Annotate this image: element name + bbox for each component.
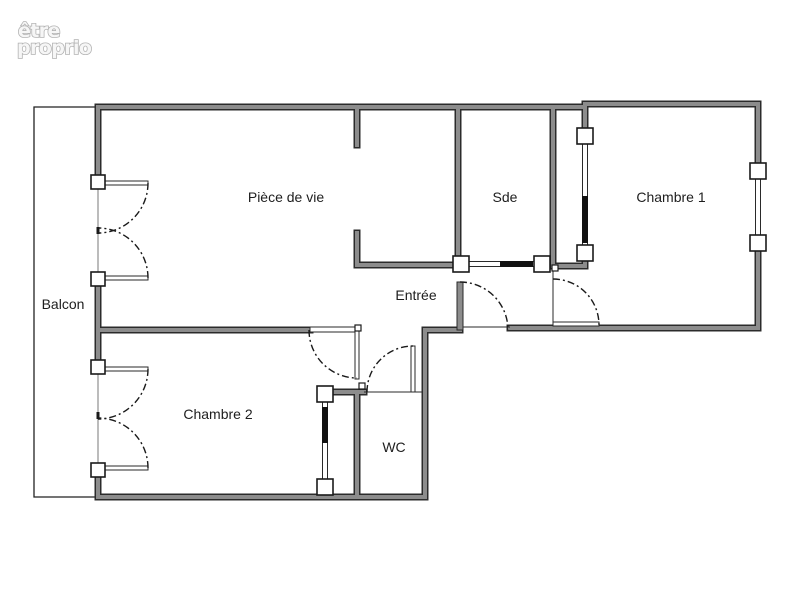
door-hinge: [354, 324, 362, 332]
room-label-chambre-1: Chambre 1: [636, 189, 705, 205]
door-swing-arc: [308, 329, 358, 379]
room-label-balcon: Balcon: [42, 296, 85, 312]
sliding-panel: [500, 261, 533, 267]
french-door-chambre-2: [90, 359, 149, 478]
sliding-door-sde: [452, 255, 551, 273]
door-leaf: [410, 345, 416, 393]
window-chambre-1-right: [749, 162, 767, 252]
door-leaf: [552, 321, 600, 327]
door-chambre-1: [551, 264, 600, 327]
door-swing-arc: [366, 345, 414, 393]
window-jamb-square: [749, 234, 767, 252]
door-leaf: [456, 281, 464, 331]
window-jamb-square: [316, 385, 334, 403]
door-hinge: [551, 264, 559, 272]
door-meeting-tick: [96, 412, 100, 419]
door-threshold: [309, 326, 357, 333]
window-jamb-square: [533, 255, 551, 273]
room-label-wc: WC: [382, 439, 405, 455]
room-label-piece-de-vie: Pièce de vie: [248, 189, 324, 205]
room-label-entree: Entrée: [395, 287, 436, 303]
door-chambre-2: [308, 324, 362, 380]
room-labels: Balcon Pièce de vie Sde Chambre 1 Entrée…: [42, 189, 706, 455]
sliding-door-chambre-2: [316, 385, 334, 496]
door-wc: [358, 345, 422, 393]
sliding-panel: [322, 407, 328, 443]
logo-line-2: proprio: [17, 37, 92, 59]
balcony-outline: [33, 106, 98, 498]
room-label-chambre-2: Chambre 2: [183, 406, 252, 422]
window-jamb-square: [452, 255, 470, 273]
sliding-panel: [582, 196, 588, 243]
door-swing-arc: [552, 278, 600, 326]
logo: être proprio: [16, 19, 93, 60]
door-leaf: [354, 330, 360, 380]
door-entrance: [456, 281, 510, 331]
window-jamb-square: [90, 359, 106, 375]
window-jamb-square: [316, 478, 334, 496]
door-hinge: [358, 382, 366, 390]
door-swing-arc: [459, 281, 509, 331]
french-door-living-room: [90, 174, 149, 287]
window-jamb-square: [90, 271, 106, 287]
door-meeting-tick: [96, 227, 100, 234]
room-label-sde: Sde: [493, 189, 518, 205]
window-jamb-square: [749, 162, 767, 180]
logo-line-1: être: [18, 20, 60, 42]
window-jamb-square: [90, 462, 106, 478]
window-jamb-square: [90, 174, 106, 190]
window-jamb-square: [576, 127, 594, 145]
sliding-door-chambre-1: [576, 127, 594, 262]
window-jamb-square: [576, 244, 594, 262]
